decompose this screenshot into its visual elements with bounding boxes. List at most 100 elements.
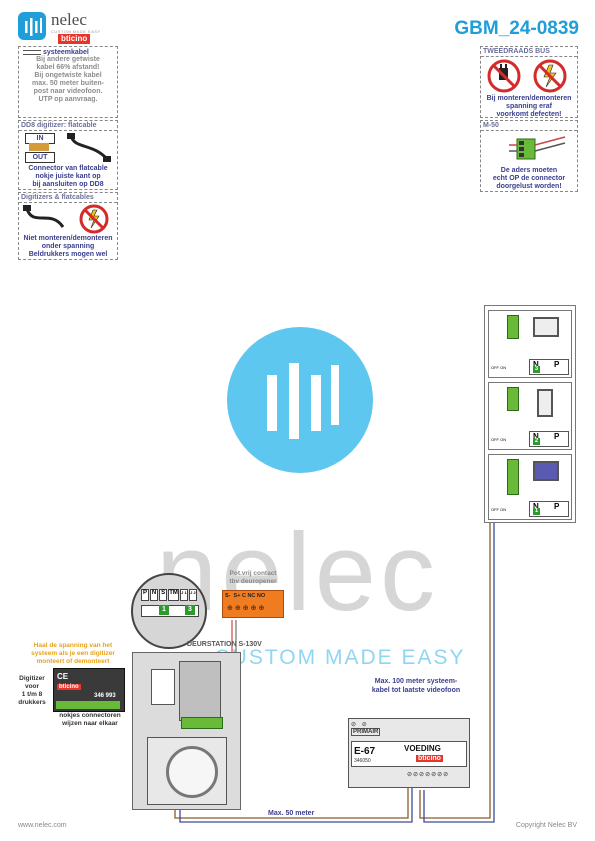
terminal-label-j1: J 1 <box>179 589 188 601</box>
digitizer-module: CE bticino 346 993 <box>53 668 125 712</box>
watermark-logo-icon <box>227 327 373 473</box>
no-power-icon-2 <box>533 59 567 93</box>
relay-module: S- S+ C NC NO ⊕⊕⊕⊕⊕ <box>222 590 284 618</box>
digitizers-title: Digitizers & flatcables <box>19 193 117 203</box>
flatcable-drawing-icon-2 <box>23 205 65 228</box>
door-station-connector-icon <box>151 669 175 705</box>
footer-left[interactable]: www.nelec.com <box>18 822 67 829</box>
m50-line-2: echt OP de connector <box>492 175 566 182</box>
monitor-2-n: N <box>533 432 539 441</box>
logo-tagline: CUSTOM MADE EASY <box>51 29 101 34</box>
systeem-note-1: Max. 100 meter systeem- <box>374 678 458 685</box>
m50-line-1: De aders moeten <box>500 167 558 174</box>
note-m50: M-50 De aders moeten echt OP de connecto… <box>480 120 578 192</box>
digitizer-label-3: 1 t/m 8 <box>21 691 43 698</box>
terminal-zoom: P N S TM J 1 J 2 1 3 <box>131 573 207 649</box>
monitor-1: N P 1 OFF ON <box>488 454 572 520</box>
monitor-3-switch[interactable]: OFF ON <box>491 365 507 370</box>
connector-note-1: nokjes connectoren <box>59 712 121 719</box>
monitor-rack: N P 3 OFF ON N P 2 OFF ON N P 1 OFF ON <box>484 305 576 523</box>
digitizer-code: 346 993 <box>94 693 116 699</box>
m50-connector-icon <box>509 136 566 160</box>
ds-warning-1: Haal de spanning van het <box>33 642 113 649</box>
monitor-2-connector-icon <box>507 387 519 411</box>
digitizers-line-1: Niet monteren/demonteren <box>23 235 113 242</box>
ce-icon: CE <box>57 672 69 681</box>
monitor-1-n: N <box>533 502 539 511</box>
relay-screws-icon: ⊕⊕⊕⊕⊕ <box>227 605 267 612</box>
systeemkabel-line-4: max. 50 meter buiten- <box>32 80 104 87</box>
terminal-num-3: 3 <box>185 605 195 615</box>
logo-name: nelec <box>51 10 87 29</box>
terminal-label-n: N <box>150 589 159 601</box>
digitizers-line-2: onder spanning <box>41 243 95 250</box>
systeemkabel-title: systeemkabel <box>42 49 89 56</box>
monitor-2-switch[interactable]: OFF ON <box>491 437 507 442</box>
note-digitizers: Digitizers & flatcables Niet monteren/de… <box>18 192 118 260</box>
door-station-terminal-icon <box>181 717 223 729</box>
systeemkabel-line-3: Bij ongetwiste kabel <box>34 72 102 79</box>
digitizer-label-1: Digitizer <box>19 675 45 682</box>
ds-warning-2: systeem als je een digitizer <box>31 650 115 657</box>
dd8-line-2: nokje juiste kant op <box>35 173 101 180</box>
ps-screws-top-icon: ⊘ ⊘ <box>351 722 369 728</box>
dd8-line-1: Connector van flatcable <box>28 165 108 172</box>
relay-title-2: tbv deuropener <box>229 578 277 585</box>
connector-note-2: wijzen naar elkaar <box>62 720 118 727</box>
monitor-3-connector-icon <box>507 315 519 339</box>
nelec-logo: nelec CUSTOM MADE EASY bticino <box>18 10 128 44</box>
no-power-icon <box>79 204 109 234</box>
logo-brand: bticino <box>58 34 91 44</box>
monitor-3-p: P <box>554 360 560 369</box>
ps-brand: bticino <box>416 755 443 762</box>
footer-right: Copyright Nelec BV <box>515 822 577 829</box>
flatcable-icon <box>29 143 49 151</box>
systeemkabel-line-5: post naar videofoon. <box>33 88 103 95</box>
relay-terminals: S- S+ C NC NO <box>225 593 266 599</box>
tweedraads-line-3: voorkomt defecten! <box>496 111 562 118</box>
monitor-3: N P 3 OFF ON <box>488 310 572 378</box>
terminal-label-tm: TM <box>168 589 179 601</box>
terminal-label-p: P <box>141 589 150 601</box>
max-50-note: Max. 50 meter <box>268 810 315 817</box>
m50-title: M-50 <box>481 121 577 131</box>
dd8-out-label: OUT <box>25 152 55 163</box>
button-panel <box>147 737 227 805</box>
monitor-2: N P 2 OFF ON <box>488 382 572 450</box>
terminal-label-j2: J 2 <box>188 589 197 601</box>
monitor-1-num: 1 <box>533 508 540 515</box>
terminal-num-1: 1 <box>159 605 169 615</box>
monitor-1-connector-icon <box>507 459 519 495</box>
monitor-3-num: 3 <box>533 366 540 373</box>
digitizer-terminal-icon <box>56 701 120 709</box>
digitizer-label-2: voor <box>24 683 40 690</box>
monitor-1-screen-icon <box>533 461 559 481</box>
doc-code: GBM_24-0839 <box>454 18 579 39</box>
monitor-2-num: 2 <box>533 438 540 445</box>
relay-title-1: Pot.vrij contact <box>229 570 277 577</box>
no-plug-icon <box>487 59 521 93</box>
ps-voeding: VOEDING <box>404 744 441 753</box>
door-station-module-icon <box>179 661 221 721</box>
systeemkabel-line-6: UTP op aanvraag. <box>38 96 98 103</box>
monitor-3-n: N <box>533 360 539 369</box>
call-button[interactable] <box>166 746 218 798</box>
digitizer-brand: bticino <box>57 684 81 690</box>
systeemkabel-line-2: kabel 66% afstand! <box>36 64 100 71</box>
ps-screws-bottom-icon: ⊘⊘⊘⊘⊘⊘⊘ <box>407 772 450 778</box>
monitor-3-screen-icon <box>533 317 559 337</box>
monitor-2-p: P <box>554 432 560 441</box>
ps-model: E-67 <box>354 746 376 757</box>
ps-primair: PRIMAIR <box>351 728 381 736</box>
tweedraads-line-2: spanning eraf <box>506 103 552 110</box>
monitor-1-switch[interactable]: OFF ON <box>491 507 507 512</box>
flatcable-drawing-icon <box>67 133 111 162</box>
note-dd8: DD8 digitizer: flatcable IN OUT Connecto… <box>18 120 118 190</box>
digitizer-label-4: drukkers <box>18 699 46 706</box>
digitizers-line-3: Beldrukkers mogen wel <box>28 251 108 258</box>
door-station-label: DEURSTATION S-130V <box>187 641 262 648</box>
monitor-1-p: P <box>554 502 560 511</box>
systeem-note-2: kabel tot laatste videofoon <box>371 687 461 694</box>
power-supply: ⊘ ⊘ PRIMAIR E-67 VOEDING 346050 bticino … <box>348 718 470 788</box>
tweedraads-line-1: Bij monteren/demonteren <box>486 95 572 102</box>
